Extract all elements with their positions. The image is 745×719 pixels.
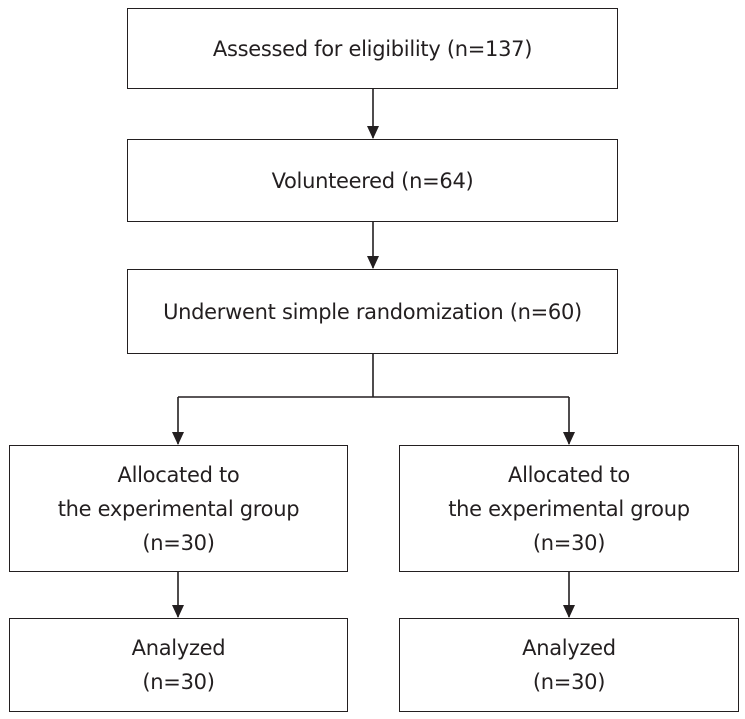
right-analyzed-box: Analyzed (n=30) xyxy=(399,618,739,712)
right-analyzed-count: (n=30) xyxy=(532,670,606,694)
randomized-text: Underwent simple randomization (n=60) xyxy=(163,299,582,324)
arrowhead-assessed-to-volunteered xyxy=(367,126,379,139)
left-analyzed-box: Analyzed (n=30) xyxy=(9,618,348,712)
randomized-box: Underwent simple randomization (n=60) xyxy=(127,269,618,354)
left-allocated-box: Allocated to the experimental group (n=3… xyxy=(9,445,348,572)
right-allocated-box: Allocated to the experimental group (n=3… xyxy=(399,445,739,572)
assessed-text: Assessed for eligibility (n=137) xyxy=(212,36,533,61)
left-analyzed-label: Analyzed xyxy=(131,636,226,660)
arrowhead-left-allocated-to-analyzed xyxy=(172,605,184,618)
left-analyzed-count: (n=30) xyxy=(142,670,215,694)
right-allocated-line1: Allocated to xyxy=(508,462,630,487)
right-allocated-line2: the experimental group xyxy=(448,496,690,521)
arrowhead-split-to-left-allocated xyxy=(172,432,184,445)
volunteered-box: Volunteered (n=64) xyxy=(127,139,618,222)
arrowhead-split-to-right-allocated xyxy=(563,432,575,445)
right-allocated-count: (n=30) xyxy=(532,530,606,555)
arrowhead-right-allocated-to-analyzed xyxy=(563,605,575,618)
left-allocated-count: (n=30) xyxy=(142,530,215,555)
volunteered-text: Volunteered (n=64) xyxy=(271,168,474,193)
left-allocated-line2: the experimental group xyxy=(57,496,300,521)
assessed-box: Assessed for eligibility (n=137) xyxy=(127,8,618,89)
arrowhead-volunteered-to-randomized xyxy=(367,256,379,269)
left-allocated-line1: Allocated to xyxy=(117,462,240,487)
right-analyzed-label: Analyzed xyxy=(522,636,616,660)
